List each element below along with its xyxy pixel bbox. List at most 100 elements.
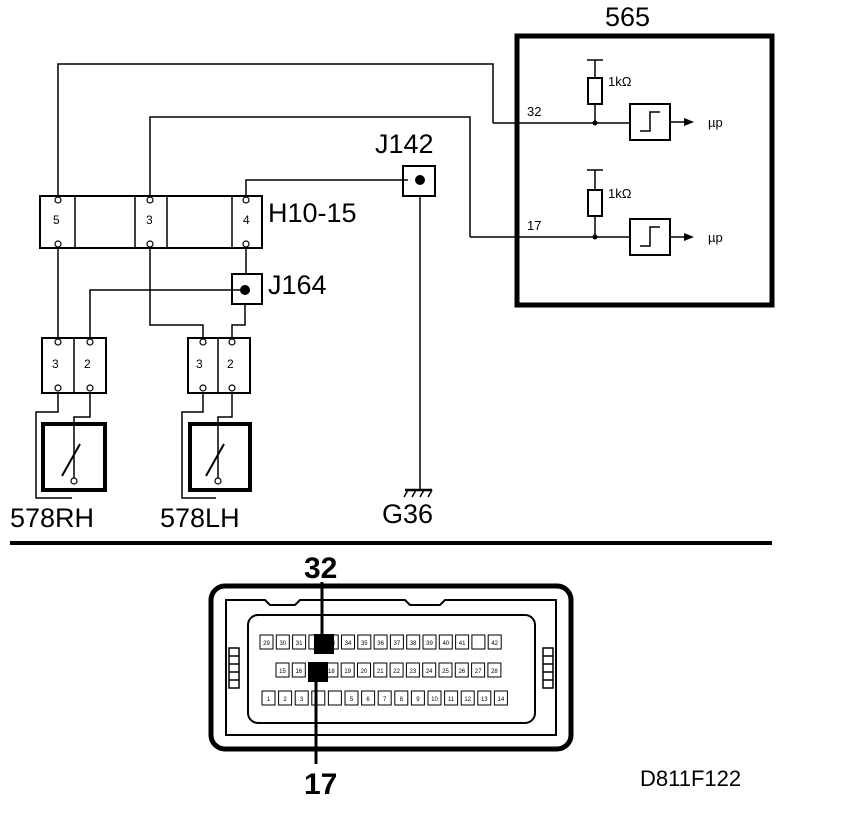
connector-pin-cell [373,634,388,650]
connector-pin-number: 1 [267,697,271,703]
connector-pin-number: 42 [491,641,498,647]
connector-pin-cell [357,634,372,650]
output-arrow-b [684,233,694,241]
connector-pin-number: 3 [300,697,304,703]
connector-pin-number: 5 [350,697,354,703]
connector-h-pin-3: 4 [243,213,250,227]
pin-17-callout: 17 [304,768,337,801]
connector-pin-cell [487,634,502,650]
connector-pin-number: 26 [458,669,465,675]
lh-label: 578LH [160,503,240,533]
wire-j164-to-lh [231,304,246,338]
connector-pin-cell [394,690,409,706]
ecu-pin-a: 32 [527,104,541,119]
latch-left [228,647,240,689]
resistor-b-label: 1kΩ [608,186,632,201]
connector-pin-number: 28 [491,669,498,675]
rh-label: 578RH [10,503,94,533]
schmitt-symbol-a [640,111,660,132]
switch-578lh: 3 2 578LH [160,337,252,533]
connector-h-body [39,195,263,249]
connector-pin-cell [438,662,453,678]
connector-pin-cell [357,662,371,678]
connector-pin-number: 10 [431,697,438,703]
ecu-label: 565 [605,2,650,32]
connector-pin-cell [455,634,470,650]
wire-pin5-to-32 [57,63,494,196]
connector-pin-number: 22 [393,669,400,675]
connector-pin-number: 14 [498,697,505,703]
junction-j164: J164 [231,270,327,305]
connector-pin-cell [406,634,421,650]
connector-pin-cell [373,662,388,678]
node-b [592,234,598,240]
connector-pin-number: 40 [442,641,449,647]
connector-pin-cell [454,662,469,678]
connector-pin-cell [460,690,475,706]
connector-h-pin-1: 5 [53,213,60,227]
connector-pin-cell [471,634,486,650]
connector-pin-number: 8 [400,697,404,703]
connector-pin-cell [275,634,290,650]
connector-pin-number: 18 [328,669,335,675]
connector-pin-cell [340,662,355,678]
connector-pin-cell [344,690,359,706]
connector-pin-number: 34 [345,641,352,647]
j142-label: J142 [375,129,434,159]
connector-pin-number: 37 [394,641,401,647]
junction-j142: J142 [375,129,436,197]
ecu-565: 565 32 1kΩ µp 17 1kΩ µp [470,2,775,308]
connector-pin-cell [410,690,425,706]
connector-h10-15: 5 3 4 H10-15 [39,195,357,249]
connector-pin-cell [291,662,306,678]
ground-g36: G36 [382,488,433,529]
connector-pin-cell [327,690,342,706]
connector-pin-cell [294,690,309,706]
connector-pin-cell [438,634,453,650]
rh-pin-1: 3 [52,357,59,371]
connector-pin-number: 21 [377,669,384,675]
ecu-connector-view: 2930313334353637383940414215161819202122… [208,552,574,801]
pin-17-highlight [308,662,328,682]
rh-switch-body [41,422,107,492]
j164-label: J164 [268,270,327,300]
output-a-label: µp [708,115,723,130]
connector-pin-number: 6 [366,697,370,703]
connector-pin-number: 23 [410,669,417,675]
connector-pin-cell [477,690,492,706]
wire-pin4-to-j142 [245,179,408,196]
connector-inner-shell [225,599,557,736]
connector-pin-cell [487,662,502,678]
connector-outer-shell [208,583,574,752]
connector-pin-cell [341,634,355,650]
connector-pin-number: 19 [344,669,351,675]
node-a [592,120,598,126]
connector-pin-number: 29 [263,641,270,647]
output-b-label: µp [708,230,723,245]
connector-pin-cell [278,690,293,706]
connector-pin-cell [405,662,420,678]
connector-pin-number: 27 [475,669,482,675]
output-arrow-a [684,118,694,126]
connector-pin-cell [292,634,307,650]
pin-rows: 2930313334353637383940414215161819202122… [259,634,508,706]
connector-pin-number: 20 [361,669,368,675]
pin-32-callout: 32 [304,552,337,585]
lh-pin-2: 2 [227,357,234,371]
connector-pin-number: 7 [383,697,387,703]
wire-h3-to-lh [149,248,204,338]
connector-pin-number: 38 [410,641,417,647]
connector-pin-number: 41 [459,641,466,647]
connector-pin-cell [389,634,404,650]
pin-32-highlight [314,634,334,654]
connector-pin-cell [361,690,376,706]
wire-j164-to-rh [89,289,240,338]
connector-pin-cell [422,634,437,650]
ecu-pin-b: 17 [527,218,541,233]
resistor-a [587,77,603,105]
lh-pin-1: 3 [196,357,203,371]
connector-pin-number: 11 [448,697,455,703]
connector-pin-cell [493,690,508,706]
connector-pin-cell [471,662,486,678]
